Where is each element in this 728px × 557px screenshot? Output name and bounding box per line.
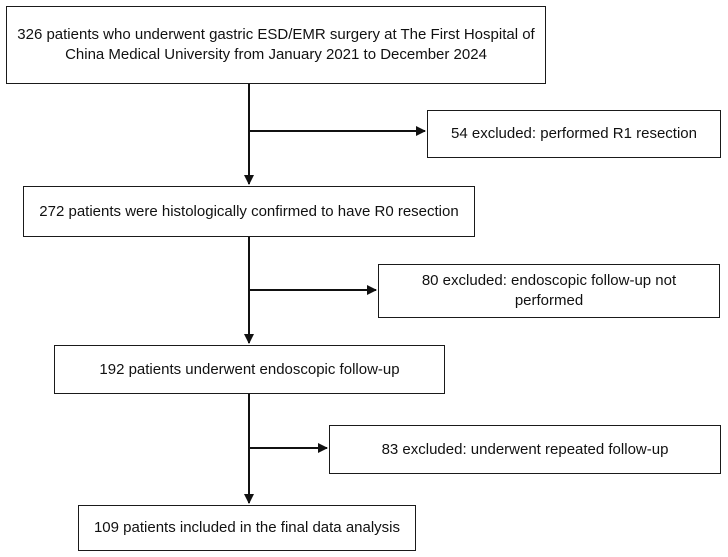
exclusion-text: 54 excluded: performed R1 resection xyxy=(451,125,697,142)
exclusion-text: 80 excluded: endoscopic follow-up not pe… xyxy=(421,272,677,309)
flow-step-initial-cohort: 326 patients who underwent gastric ESD/E… xyxy=(6,6,546,84)
flow-step-text: 109 patients included in the final data … xyxy=(93,519,401,536)
flow-step-final-analysis: 109 patients included in the final data … xyxy=(78,505,416,551)
flow-step-r0-resection: 272 patients were histologically confirm… xyxy=(23,186,475,237)
exclusion-box-r1-resection: 54 excluded: performed R1 resection xyxy=(427,110,721,158)
flow-step-text: 272 patients were histologically confirm… xyxy=(39,202,459,220)
flow-step-text: 192 patients underwent endoscopic follow… xyxy=(99,360,400,378)
flow-step-text: 326 patients who underwent gastric ESD/E… xyxy=(17,26,535,63)
exclusion-text: 83 excluded: underwent repeated follow-u… xyxy=(381,440,669,458)
exclusion-box-repeated-follow-up: 83 excluded: underwent repeated follow-u… xyxy=(329,425,721,474)
exclusion-box-no-follow-up: 80 excluded: endoscopic follow-up not pe… xyxy=(378,264,720,318)
flow-step-endoscopic-follow-up: 192 patients underwent endoscopic follow… xyxy=(54,345,445,394)
